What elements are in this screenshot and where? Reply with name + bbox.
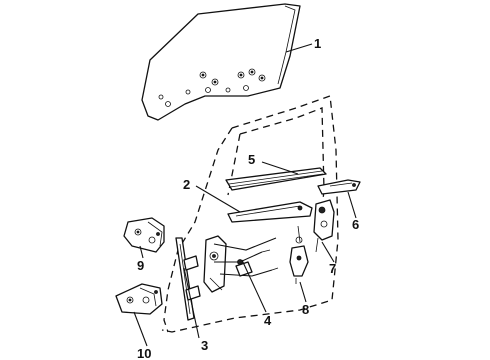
glass-mounting-holes (158, 68, 266, 107)
callout-8: 8 (302, 302, 309, 317)
callout-4: 4 (264, 313, 272, 328)
callout-3: 3 (201, 338, 208, 353)
lower-hinge (115, 283, 163, 315)
callout-2: 2 (183, 177, 190, 192)
callout-5: 5 (248, 152, 255, 167)
callout-7: 7 (329, 261, 336, 276)
door-lock (313, 199, 335, 253)
callout-1: 1 (314, 36, 321, 51)
lock-actuator (289, 225, 309, 284)
callout-labels: 1 2 3 4 5 6 7 8 9 10 (137, 36, 359, 360)
window-regulator (203, 235, 279, 293)
callout-10: 10 (137, 346, 151, 360)
upper-hinge (123, 217, 165, 253)
sash-channel (227, 201, 313, 223)
leader-lines (133, 43, 357, 347)
door-glass (141, 3, 301, 121)
run-channel (175, 237, 201, 321)
callout-9: 9 (137, 258, 144, 273)
outside-handle (317, 179, 361, 195)
callout-6: 6 (352, 217, 359, 232)
belt-weatherstrip (225, 167, 327, 191)
